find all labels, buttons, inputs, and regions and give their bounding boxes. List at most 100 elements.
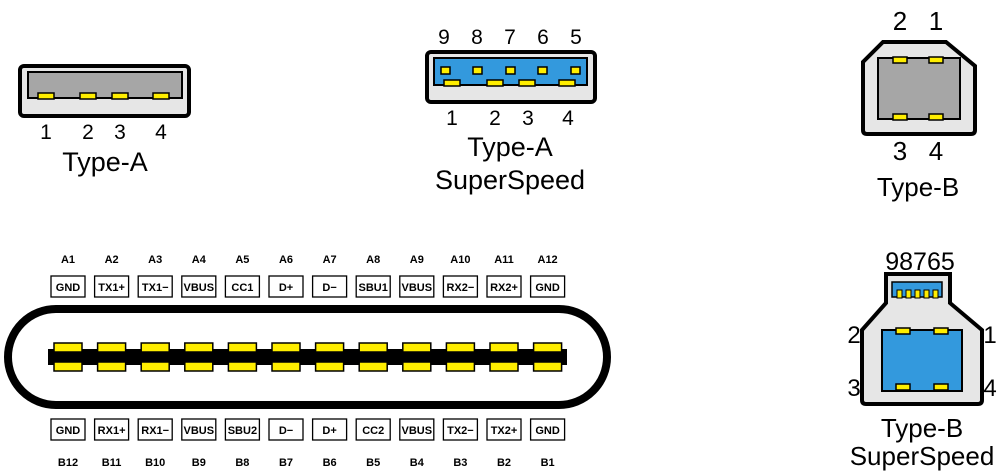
type-a-pin-3 — [111, 92, 129, 100]
type-b-ss-pin-3 — [895, 383, 911, 391]
type-c-pin-top-A4 — [184, 342, 214, 353]
type-c-b-id-B4: B4 — [410, 457, 425, 469]
type-c-b-id-B5: B5 — [366, 457, 380, 469]
type-c-b-signal-B3: TX2− — [447, 425, 474, 437]
type-a-ss-pin-8 — [472, 66, 483, 75]
type-b-superspeed-connector — [860, 272, 984, 406]
type-c-a-id-A1: A1 — [61, 254, 75, 266]
type-c-pin-top-A12 — [532, 342, 563, 353]
type-b-connector — [861, 40, 977, 136]
type-a-ss-top-label-6: 6 — [537, 26, 549, 49]
type-c-a-sig-box-A9 — [399, 275, 435, 298]
type-c-pin-top-A8 — [358, 342, 388, 353]
type-c-b-signal-B8: SBU2 — [228, 425, 257, 437]
type-a-ss-top-label-8: 8 — [471, 26, 483, 49]
type-a-ss-title-line1: Type-A — [467, 132, 553, 162]
type-c-a-signal-A11: RX2+ — [490, 282, 518, 294]
type-a-ss-bottom-label-4: 4 — [562, 107, 574, 130]
type-c-b-signal-B4: VBUS — [402, 425, 433, 437]
type-b-pin-3 — [892, 113, 908, 121]
type-b-ss-pin-1 — [933, 327, 949, 335]
type-b-ss-pin-6 — [923, 289, 930, 299]
type-c-connector — [4, 305, 611, 409]
type-c-pin-top-A9 — [402, 342, 432, 353]
type-c-a-signal-A7: D− — [322, 282, 336, 294]
type-c-a-id-A6: A6 — [279, 254, 293, 266]
type-a-ss-bottom-label-2: 2 — [489, 107, 501, 130]
type-c-pin-bottom-B8 — [227, 361, 258, 372]
type-b-ss-pin-8 — [905, 289, 912, 299]
type-b-ss-pin-5 — [932, 289, 939, 299]
type-b-bottom-label-3: 3 — [893, 136, 907, 166]
type-b-pin-2 — [892, 56, 908, 64]
type-c-a-signal-A6: D+ — [279, 282, 293, 294]
type-a-ss-pin-3 — [518, 79, 536, 87]
type-c-pin-bottom-B10 — [140, 361, 170, 372]
type-c-pin-top-A10 — [445, 342, 476, 353]
type-c-a-signal-A4: VBUS — [184, 282, 215, 294]
type-a-superspeed-connector — [425, 50, 597, 104]
type-a-ss-top-label-9: 9 — [438, 26, 450, 49]
type-c-pin-top-A6 — [271, 342, 301, 353]
type-c-a-id-A9: A9 — [410, 254, 424, 266]
type-c-pin-bottom-B1 — [532, 361, 563, 372]
type-c-pin-bottom-B4 — [402, 361, 432, 372]
type-c-a-sig-box-A10 — [442, 275, 479, 298]
type-a-ss-pin-9 — [440, 66, 451, 75]
type-b-ss-right-label-4: 4 — [983, 375, 996, 402]
type-c-a-id-A8: A8 — [366, 254, 380, 266]
type-c-a-sig-box-A8 — [355, 275, 391, 298]
type-c-b-signal-B7: D− — [279, 425, 293, 437]
type-c-a-signal-A1: GND — [56, 282, 81, 294]
type-c-a-sig-box-A3 — [137, 275, 173, 298]
type-c-pin-bottom-B3 — [445, 361, 476, 372]
type-c-b-id-B2: B2 — [497, 457, 511, 469]
type-c-a-id-A3: A3 — [148, 254, 162, 266]
type-a-ss-pin-5 — [570, 66, 581, 75]
type-c-b-id-B11: B11 — [102, 457, 122, 469]
type-b-ss-left-label-3: 3 — [847, 375, 860, 402]
type-c-b-signal-B6: D+ — [322, 425, 336, 437]
type-c-b-sig-box-B12 — [50, 418, 86, 441]
type-c-a-signal-A10: RX2− — [446, 282, 474, 294]
type-c-b-sig-box-B3 — [442, 418, 479, 441]
type-c-a-signal-A12: GND — [535, 282, 560, 294]
type-c-b-sig-box-B5 — [355, 418, 391, 441]
type-c-a-id-A4: A4 — [192, 254, 207, 266]
type-a-ss-pin-6 — [537, 66, 548, 75]
type-a-ss-pin-4 — [558, 79, 576, 87]
type-c-pin-bottom-B7 — [271, 361, 301, 372]
type-c-a-signal-A9: VBUS — [402, 282, 433, 294]
type-c-b-id-B6: B6 — [323, 457, 337, 469]
type-a-pin-label-2: 2 — [82, 121, 94, 144]
type-b-ss-pin-9 — [896, 289, 903, 299]
type-c-pin-bottom-B12 — [53, 361, 83, 372]
type-c-b-sig-box-B4 — [399, 418, 435, 441]
type-c-b-sig-box-B11 — [93, 418, 130, 441]
type-c-pin-top-A5 — [227, 342, 258, 353]
type-a-ss-pin-2 — [486, 79, 504, 87]
type-a-ss-top-label-7: 7 — [504, 26, 516, 49]
type-c-b-signal-B2: TX2+ — [491, 425, 518, 437]
type-b-ss-right-label-1: 1 — [983, 322, 996, 349]
type-a-pin-2 — [79, 92, 97, 100]
type-c-a-id-A11: A11 — [494, 254, 514, 266]
type-c-pin-bottom-B2 — [489, 361, 519, 372]
type-c-a-sig-box-A12 — [529, 275, 566, 298]
type-c-a-sig-box-A4 — [181, 275, 217, 298]
type-c-b-sig-box-B7 — [268, 418, 304, 441]
type-a-ss-bottom-label-1: 1 — [446, 107, 458, 130]
type-b-pin-1 — [928, 56, 944, 64]
type-b-ss-pin-7 — [914, 289, 921, 299]
type-a-ss-pin-7 — [505, 66, 516, 75]
type-c-a-sig-box-A1 — [50, 275, 86, 298]
type-b-top-label-2: 2 — [893, 6, 907, 36]
type-b-ss-top-labels: 98765 — [885, 248, 955, 276]
type-b-ss-title-line2: SuperSpeed — [850, 441, 995, 471]
type-a-pin-label-1: 1 — [40, 121, 52, 144]
type-c-b-sig-box-B9 — [181, 418, 217, 441]
type-c-b-id-B3: B3 — [453, 457, 467, 469]
type-c-pin-top-A11 — [489, 342, 519, 353]
type-b-ss-pin-2 — [895, 327, 911, 335]
type-a-connector — [18, 64, 191, 118]
